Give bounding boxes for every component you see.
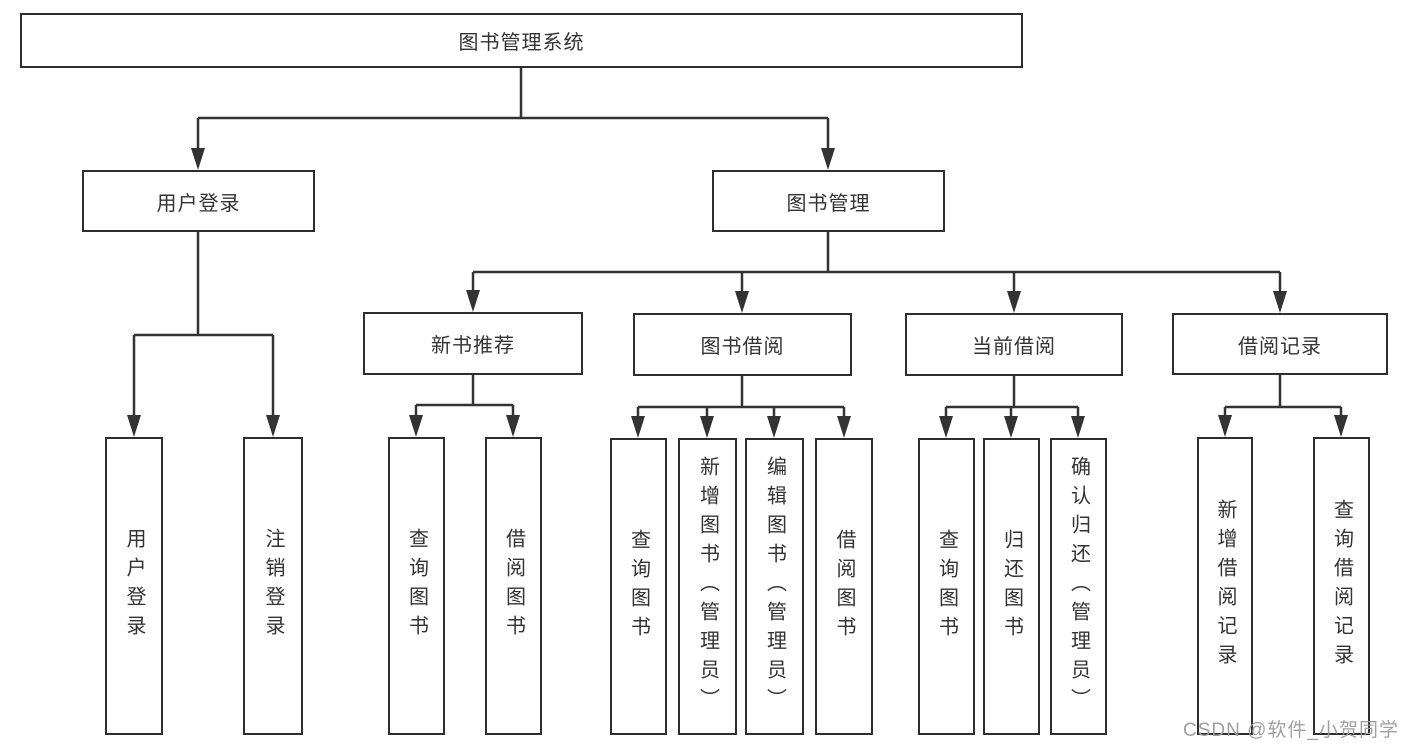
- leaf-user-login: 用户登录: [105, 437, 163, 735]
- node-current-borrowing-label: 当前借阅: [972, 336, 1056, 358]
- leaf-return-books-label: 归还图书: [1000, 528, 1023, 645]
- leaf-user-login-label: 用户登录: [123, 528, 145, 644]
- node-book-borrowing-label: 图书借阅: [700, 336, 785, 358]
- node-borrowing-records-label: 借阅记录: [1238, 335, 1322, 358]
- leaf-query-books-borrowing: 查询图书: [610, 438, 667, 735]
- leaf-logout-label: 注销登录: [262, 528, 284, 644]
- node-new-book-recommend-label: 新书推荐: [431, 335, 515, 357]
- node-borrowing-records: 借阅记录: [1172, 313, 1388, 375]
- leaf-add-borrow-record-label: 新增借阅记录: [1214, 499, 1236, 673]
- leaf-borrow-books-recommend-label: 借阅图书: [502, 528, 525, 644]
- leaf-confirm-return-admin: 确认归还（管理员）: [1050, 438, 1107, 735]
- leaf-query-borrow-record-label: 查询借阅记录: [1330, 499, 1353, 673]
- node-root-label: 图书管理系统: [458, 32, 585, 54]
- leaf-edit-books-admin-label: 编辑图书（管理员）: [763, 456, 786, 717]
- leaf-return-books: 归还图书: [983, 438, 1040, 735]
- leaf-borrow-books-borrowing: 借阅图书: [815, 438, 873, 735]
- leaf-logout: 注销登录: [243, 437, 303, 735]
- leaf-query-borrow-record: 查询借阅记录: [1313, 437, 1370, 735]
- node-current-borrowing: 当前借阅: [905, 313, 1123, 376]
- leaf-add-borrow-record: 新增借阅记录: [1197, 437, 1253, 735]
- leaf-query-books-borrowing-label: 查询图书: [627, 528, 650, 645]
- node-book-management-label: 图书管理: [786, 192, 871, 215]
- node-book-management: 图书管理: [712, 170, 945, 232]
- leaf-borrow-books-recommend: 借阅图书: [485, 437, 542, 735]
- leaf-add-books-admin-label: 新增图书（管理员）: [696, 456, 719, 717]
- node-user-login: 用户登录: [82, 170, 315, 232]
- leaf-borrow-books-borrowing-label: 借阅图书: [833, 528, 855, 645]
- node-user-login-label: 用户登录: [156, 192, 241, 215]
- leaf-query-books-current: 查询图书: [918, 438, 975, 735]
- leaf-confirm-return-admin-label: 确认归还（管理员）: [1067, 456, 1090, 717]
- watermark-text: CSDN @软件_小贺同学: [1183, 720, 1399, 741]
- leaf-query-books-current-label: 查询图书: [935, 528, 958, 645]
- node-new-book-recommend: 新书推荐: [363, 312, 583, 375]
- leaf-query-books-recommend-label: 查询图书: [405, 528, 428, 644]
- node-book-borrowing: 图书借阅: [633, 313, 852, 376]
- leaf-edit-books-admin: 编辑图书（管理员）: [745, 438, 804, 735]
- leaf-add-books-admin: 新增图书（管理员）: [678, 438, 737, 735]
- node-root: 图书管理系统: [20, 13, 1023, 68]
- leaf-query-books-recommend: 查询图书: [388, 437, 445, 735]
